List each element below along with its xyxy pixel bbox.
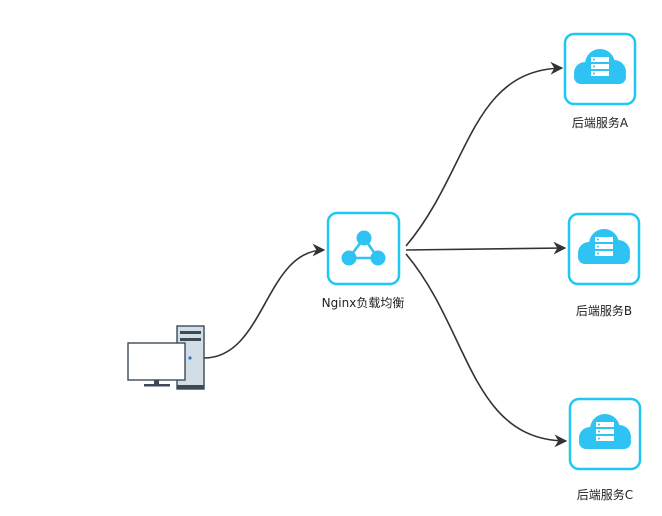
network-hub-icon bbox=[341, 230, 386, 266]
nginx-node-frame bbox=[326, 211, 401, 286]
backend-a-label: 后端服务A bbox=[571, 116, 629, 130]
desktop-computer-icon bbox=[127, 325, 205, 390]
edge-nginx-to-backend-c bbox=[405, 253, 568, 448]
backend-c-node[interactable] bbox=[568, 397, 642, 471]
client-computer bbox=[127, 325, 205, 390]
cloud-server-icon bbox=[578, 229, 630, 264]
edge-client-to-nginx bbox=[203, 243, 326, 359]
nginx-label: Nginx负载均衡 bbox=[321, 296, 405, 310]
edge-nginx-to-backend-b bbox=[405, 241, 567, 255]
nginx-node[interactable] bbox=[326, 211, 401, 286]
backend-a-node[interactable] bbox=[563, 32, 637, 106]
edges bbox=[203, 61, 568, 448]
backend-b-label: 后端服务B bbox=[575, 304, 633, 318]
backend-b-node[interactable] bbox=[567, 212, 641, 286]
backend-c-label: 后端服务C bbox=[576, 488, 634, 502]
edge-nginx-to-backend-a bbox=[405, 61, 564, 247]
cloud-server-icon bbox=[579, 414, 631, 449]
cloud-server-icon bbox=[574, 49, 626, 84]
